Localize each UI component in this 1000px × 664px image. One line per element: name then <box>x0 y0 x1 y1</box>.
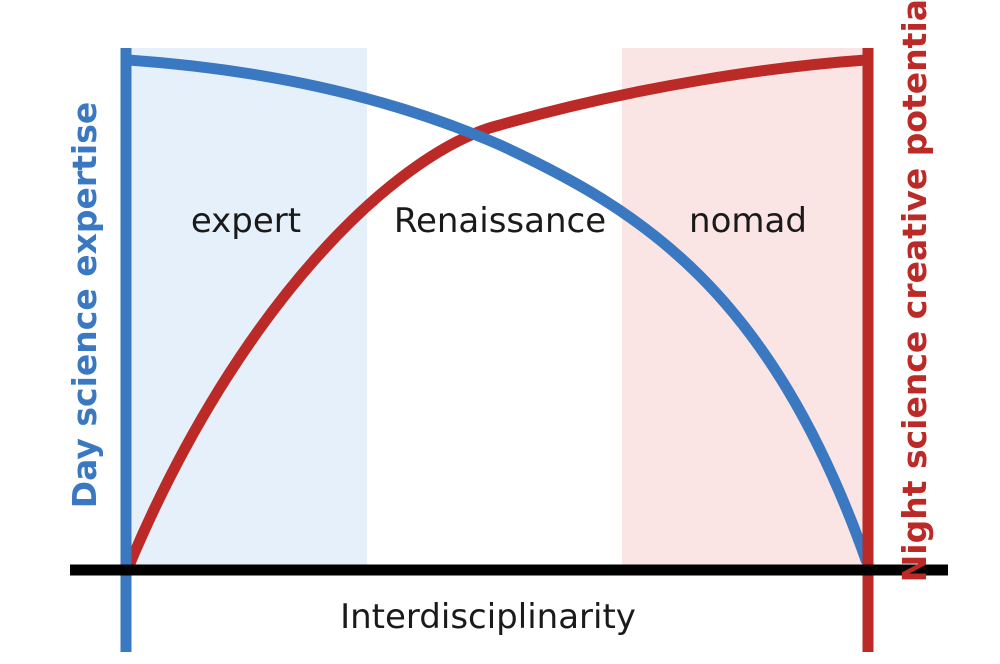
day-science-curve <box>122 54 872 566</box>
region-label-nomad: nomad <box>689 201 807 241</box>
night-science-curve <box>122 54 872 574</box>
region-label-renaissance: Renaissance <box>394 201 606 241</box>
x-axis-title: Interdisciplinarity <box>340 597 636 637</box>
region-label-expert: expert <box>191 201 301 241</box>
left-axis-title: Day science expertise <box>65 102 104 509</box>
nomad-region-shading <box>622 48 868 570</box>
right-axis-title: Night science creative potential <box>895 0 934 582</box>
